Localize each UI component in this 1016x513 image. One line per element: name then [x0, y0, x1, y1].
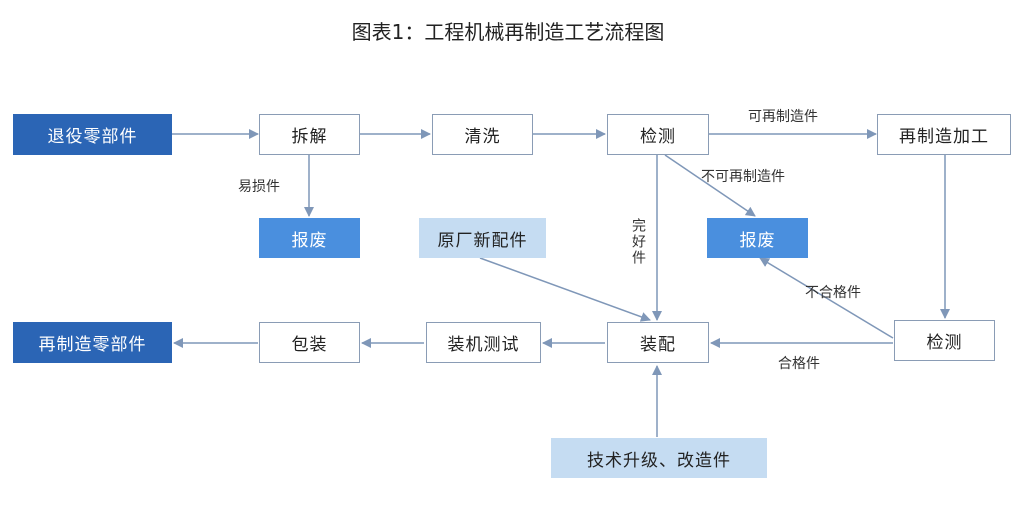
node-remanufactured-parts: 再制造零部件 — [13, 322, 172, 363]
node-assembly-test: 装机测试 — [426, 322, 541, 363]
label-wear-parts: 易损件 — [238, 179, 280, 195]
node-retired-parts: 退役零部件 — [13, 114, 172, 155]
node-packaging: 包装 — [259, 322, 360, 363]
label-remanufacturable: 可再制造件 — [748, 109, 818, 125]
node-upgrade-parts: 技术升级、改造件 — [551, 438, 767, 478]
node-inspection-2: 检测 — [894, 320, 995, 361]
node-cleaning: 清洗 — [432, 114, 533, 155]
label-non-remanufacturable: 不可再制造件 — [701, 169, 785, 185]
chart-title: 图表1：工程机械再制造工艺流程图 — [351, 20, 665, 44]
arrow-inspection-to-scrap — [664, 154, 756, 217]
node-scrap-2: 报废 — [707, 218, 808, 258]
arrow-inspection2-to-scrap — [759, 257, 894, 339]
node-assembly: 装配 — [607, 322, 709, 363]
node-inspection-1: 检测 — [607, 114, 709, 155]
node-scrap-1: 报废 — [259, 218, 360, 258]
label-intact-parts: 完好件 — [630, 218, 646, 266]
label-qualified-parts: 合格件 — [778, 356, 820, 372]
node-disassembly: 拆解 — [259, 114, 360, 155]
arrow-oem-to-assembly — [479, 257, 651, 322]
label-unqualified-parts: 不合格件 — [805, 285, 861, 301]
node-oem-new-parts: 原厂新配件 — [419, 218, 546, 258]
node-remanufacture-processing: 再制造加工 — [877, 114, 1011, 155]
